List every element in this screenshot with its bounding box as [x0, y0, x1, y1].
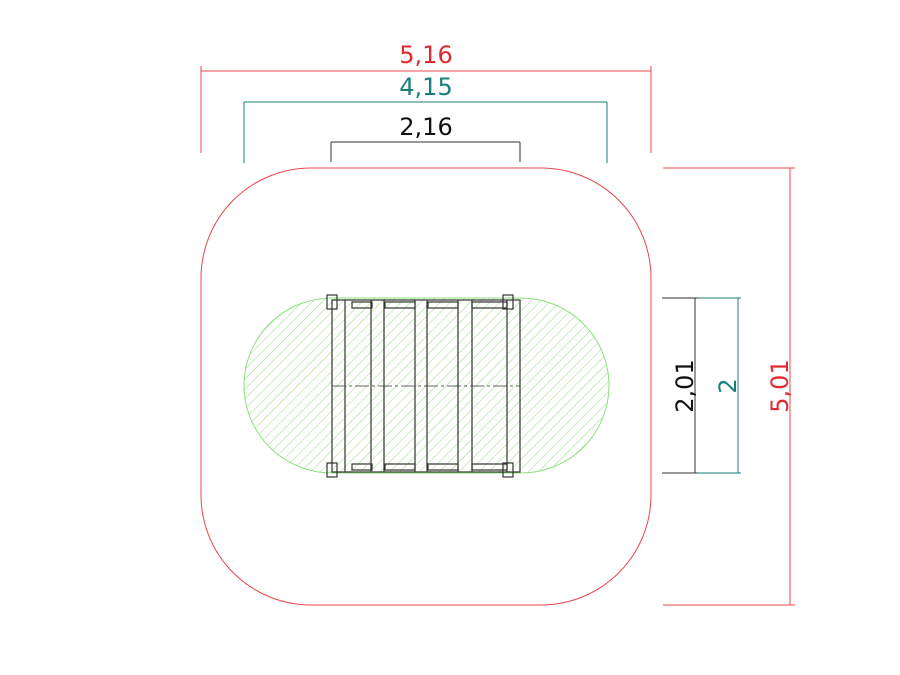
dimension-equipment-width	[330, 141, 521, 162]
dimension-equipment-depth-label: 2,01	[671, 359, 699, 412]
equipment-frame	[326, 294, 521, 478]
dimension-inner-width-label: 4,15	[399, 73, 452, 101]
dimension-overall-width	[200, 66, 652, 153]
dimension-equipment-width-label: 2,16	[399, 113, 452, 141]
dimension-zone-depth-label: 2	[714, 378, 742, 393]
safety-area-outline	[200, 167, 652, 606]
dimension-overall-depth-label: 5,01	[766, 359, 794, 412]
dimension-zone-depth	[698, 297, 741, 474]
dimension-equipment-depth	[662, 297, 698, 474]
dimension-overall-width-label: 5,16	[399, 41, 452, 69]
dimension-overall-depth	[663, 167, 795, 606]
dimension-inner-width	[243, 101, 608, 163]
